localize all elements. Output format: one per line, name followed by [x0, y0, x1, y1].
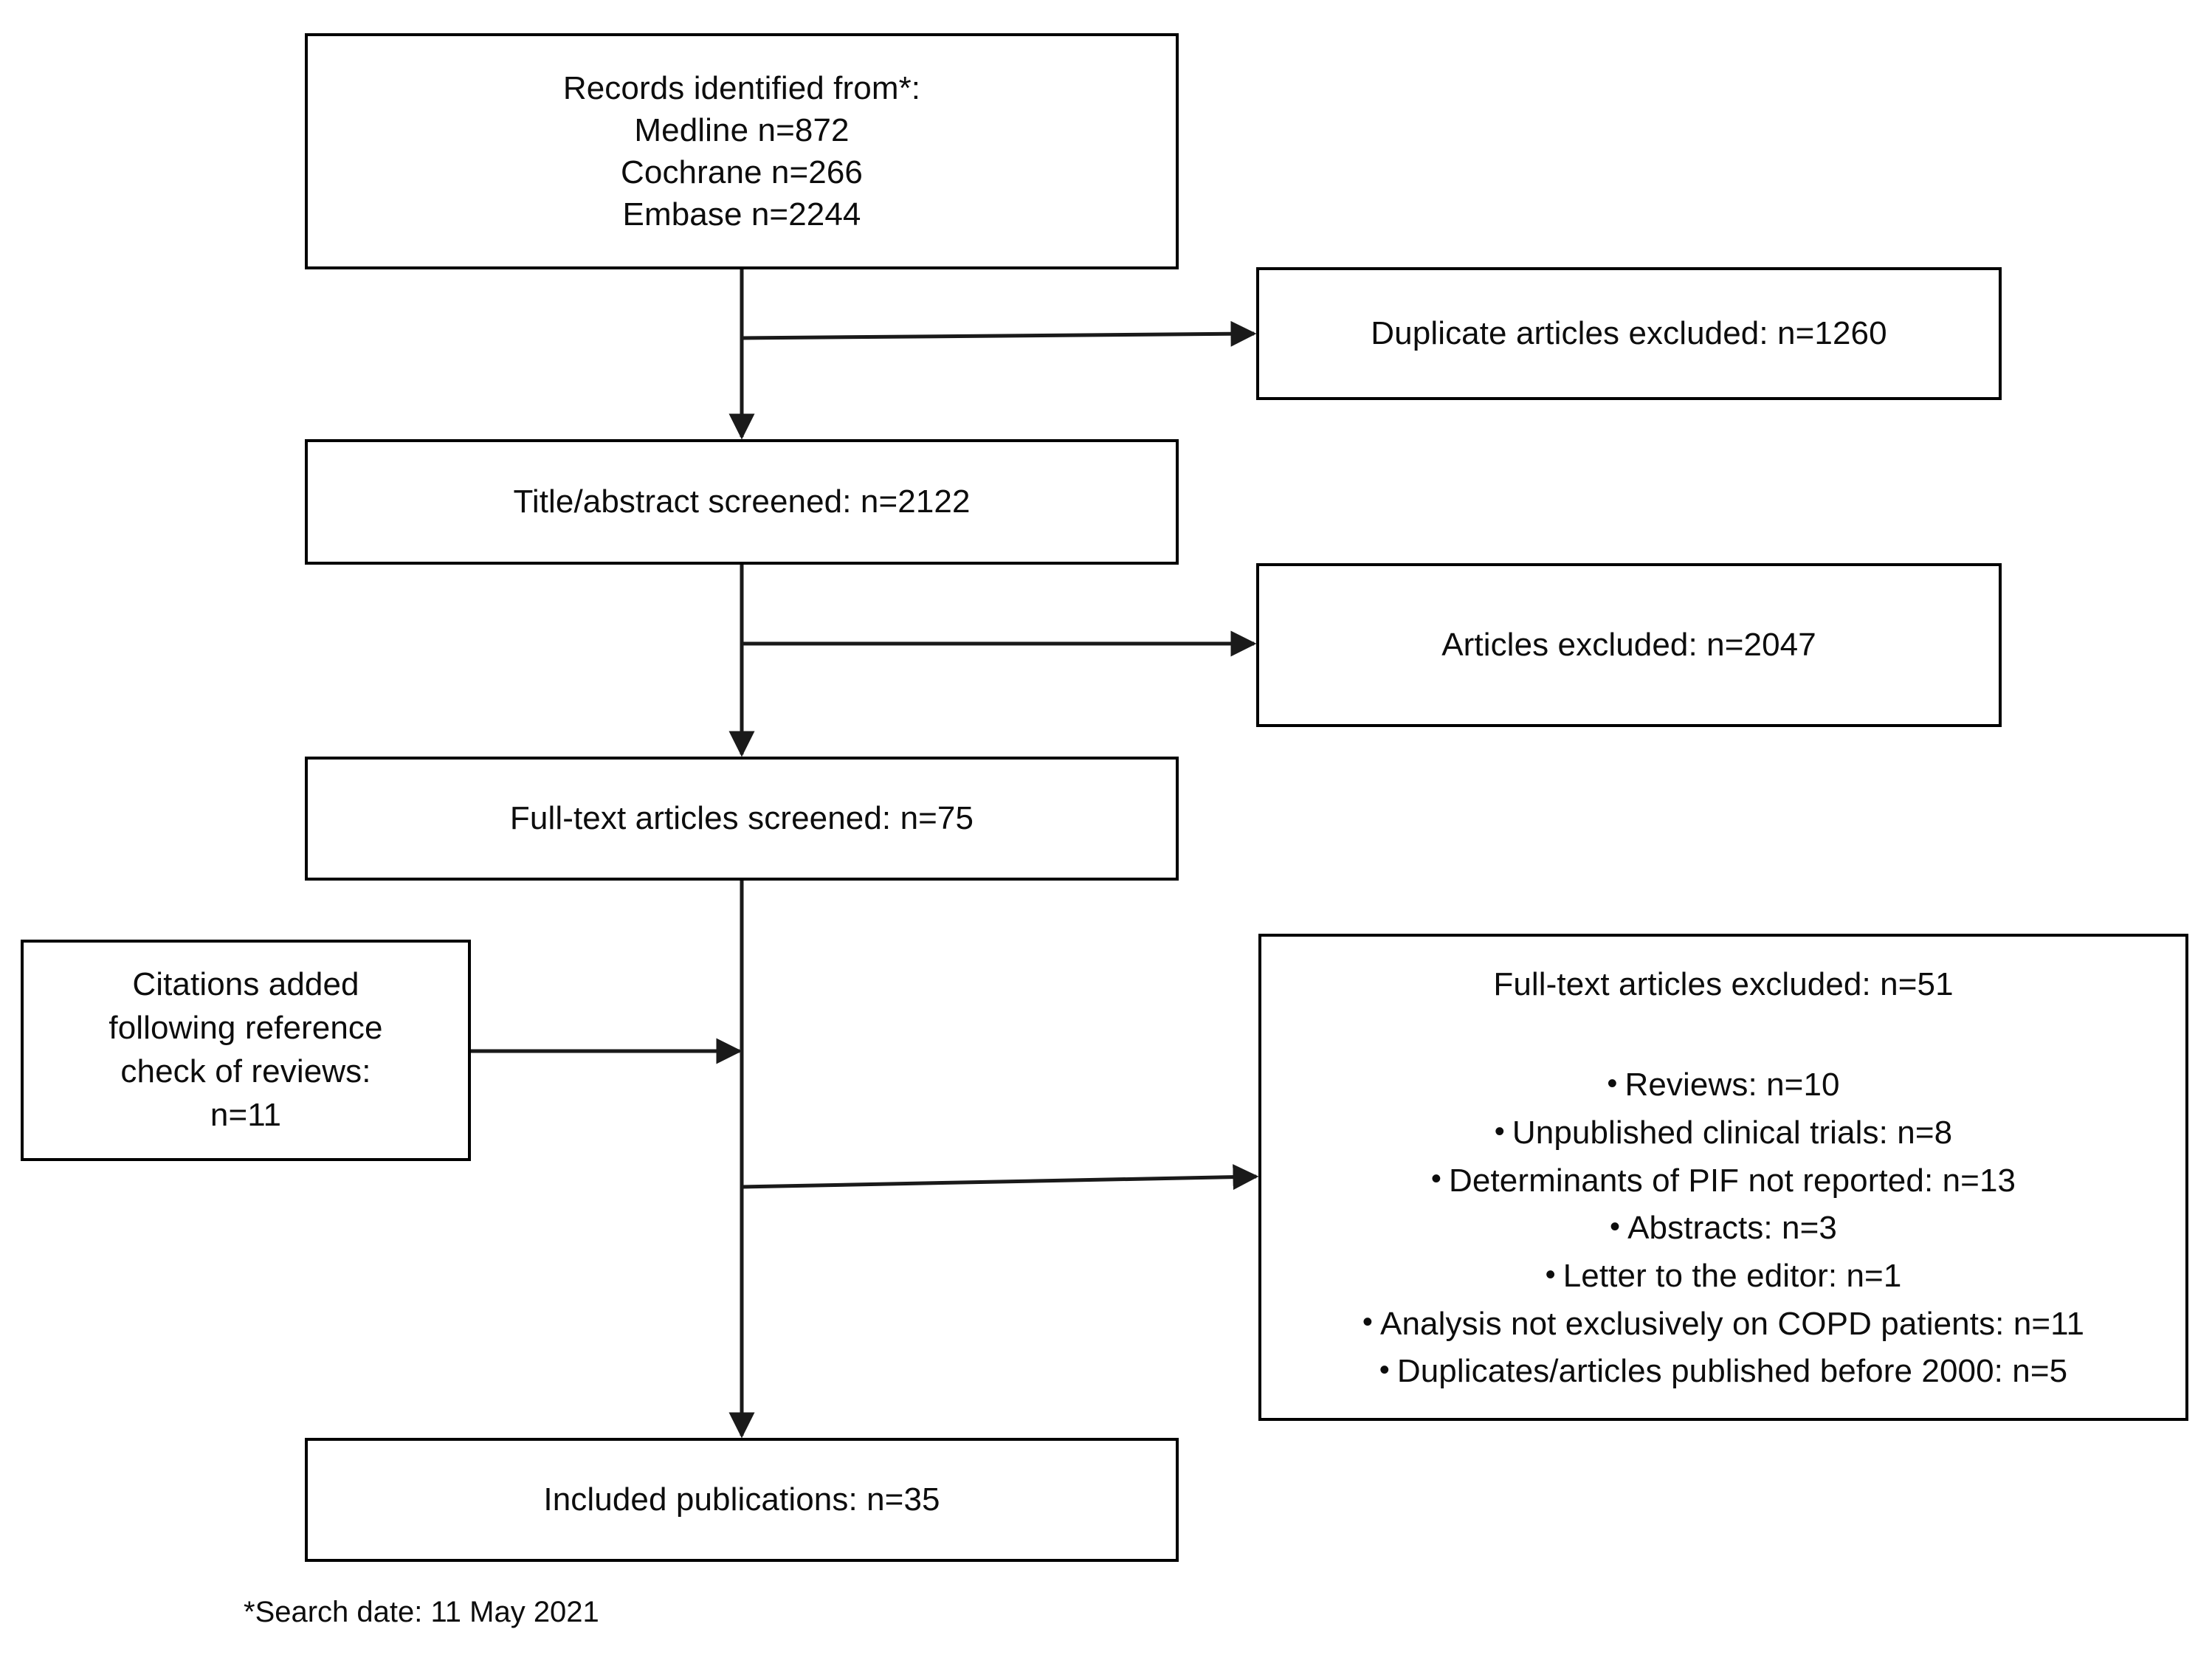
citations-line-1: Citations added: [132, 966, 359, 1003]
duplicates-excluded-label: Duplicate articles excluded: n=1260: [1371, 315, 1887, 352]
bullet-icon: •: [1494, 1115, 1505, 1148]
connector-to-duplicates-excluded: [741, 320, 1257, 347]
records-line-cochrane: Cochrane n=266: [621, 154, 863, 190]
fulltext-excluded-heading: Full-text articles excluded: n=51: [1493, 966, 1954, 1002]
bullet-icon: •: [1610, 1211, 1621, 1244]
list-item-label: Letter to the editor: n=1: [1562, 1257, 1902, 1294]
box-duplicate-articles-excluded: Duplicate articles excluded: n=1260: [1256, 267, 2002, 400]
list-item-label: Analysis not exclusively on COPD patient…: [1380, 1305, 2085, 1342]
bullet-icon: •: [1430, 1163, 1441, 1196]
list-item: •Letter to the editor: n=1: [1261, 1253, 2185, 1301]
citations-line-4: n=11: [210, 1096, 282, 1133]
citations-line-3: check of reviews:: [120, 1053, 371, 1089]
list-item-label: Determinants of PIF not reported: n=13: [1449, 1162, 2016, 1199]
box-citations-added: Citations added following reference chec…: [21, 940, 471, 1161]
fulltext-screened-label: Full-text articles screened: n=75: [509, 800, 974, 837]
list-item-label: Abstracts: n=3: [1627, 1210, 1837, 1247]
list-item: •Unpublished clinical trials: n=8: [1261, 1109, 2185, 1157]
box-records-identified: Records identified from*: Medline n=872 …: [305, 33, 1179, 269]
box-articles-excluded: Articles excluded: n=2047: [1256, 563, 2002, 727]
box-fulltext-articles-screened: Full-text articles screened: n=75: [305, 757, 1179, 881]
records-line-title: Records identified from*:: [562, 69, 921, 106]
box-fulltext-articles-excluded: Full-text articles excluded: n=51 •Revie…: [1258, 934, 2188, 1421]
box-title-abstract-screened: Title/abstract screened: n=2122: [305, 439, 1179, 565]
included-publications-label: Included publications: n=35: [543, 1481, 940, 1518]
bullet-icon: •: [1362, 1306, 1374, 1339]
connector-to-fulltext-excluded: [741, 1164, 1259, 1191]
bullet-icon: •: [1607, 1067, 1618, 1100]
list-item-label: Duplicates/articles published before 200…: [1396, 1353, 2068, 1390]
bullet-icon: •: [1545, 1258, 1556, 1291]
articles-excluded-label: Articles excluded: n=2047: [1441, 627, 1816, 664]
list-item-label: Unpublished clinical trials: n=8: [1512, 1114, 1953, 1151]
records-line-medline: Medline n=872: [634, 111, 850, 148]
records-line-embase: Embase n=2244: [622, 196, 861, 233]
bullet-icon: •: [1379, 1354, 1390, 1387]
citations-line-2: following reference: [108, 1010, 383, 1047]
fulltext-excluded-bullet-list: •Reviews: n=10 •Unpublished clinical tri…: [1261, 1061, 2185, 1396]
list-item: •Abstracts: n=3: [1261, 1205, 2185, 1253]
list-item-label: Reviews: n=10: [1624, 1067, 1840, 1103]
list-item: •Analysis not exclusively on COPD patien…: [1261, 1301, 2185, 1349]
list-item: •Duplicates/articles published before 20…: [1261, 1348, 2185, 1396]
title-abstract-screened-label: Title/abstract screened: n=2122: [513, 483, 971, 520]
footnote-search-date: *Search date: 11 May 2021: [244, 1596, 599, 1628]
list-item: •Determinants of PIF not reported: n=13: [1261, 1157, 2185, 1205]
list-item: •Reviews: n=10: [1261, 1061, 2185, 1109]
box-included-publications: Included publications: n=35: [305, 1438, 1179, 1562]
